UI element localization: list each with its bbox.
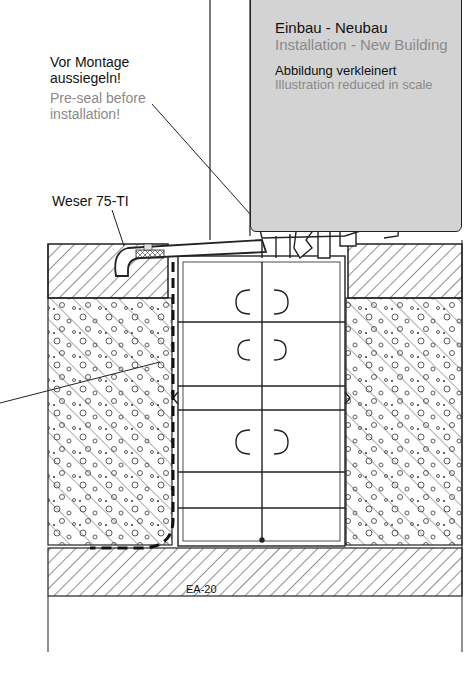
- window-sill: [115, 240, 266, 276]
- frame-profile: [236, 290, 288, 314]
- note-german: Vor Montage aussiegeln!: [50, 54, 154, 86]
- frame-profile: [236, 430, 288, 454]
- window-sill: [115, 240, 266, 276]
- floor-slab: [48, 244, 49, 298]
- part-code: EA-20: [186, 583, 246, 596]
- frame-profile: [178, 471, 345, 472]
- hatched-masonry: [348, 244, 462, 298]
- frame-profile: [173, 392, 350, 404]
- floor-slab: [462, 240, 463, 652]
- frame-profile: [260, 538, 264, 542]
- frame-profile: [178, 409, 345, 410]
- concrete-wall: [48, 298, 172, 545]
- german-note: Einbau - Neubau: [275, 19, 453, 36]
- sealing-tape: [90, 262, 173, 548]
- sash-lines: [210, 0, 250, 240]
- sash-lines: [209, 0, 210, 240]
- note-english: Pre-seal before installation!: [50, 90, 154, 122]
- english-note: Installation - New Building: [275, 36, 453, 53]
- concrete-wall: [48, 298, 172, 545]
- title-panel: Einbau - NeubauInstallation - New Buildi…: [250, 0, 462, 232]
- floor-slab: [48, 548, 462, 596]
- frame-profile: [173, 256, 350, 546]
- german-note: Abbildung verkleinert: [275, 64, 453, 79]
- window-sill: [136, 250, 164, 258]
- window-sill: [144, 244, 152, 250]
- leader-line: [0, 362, 160, 403]
- frame-profile: [178, 321, 345, 322]
- english-note: Illustration reduced in scale: [275, 78, 453, 93]
- frame-profile: [238, 340, 286, 360]
- frame-profile: [178, 256, 345, 546]
- leader-line: [112, 210, 124, 246]
- frame-profile: [178, 385, 345, 386]
- leader-line: [152, 104, 266, 232]
- leader-line: [0, 104, 266, 403]
- hatched-masonry: [48, 244, 168, 298]
- frame-profile: [178, 507, 345, 508]
- concrete-wall: [346, 298, 462, 545]
- glazing-bead: [318, 228, 330, 258]
- concrete-wall: [346, 298, 462, 545]
- floor-slab: [48, 596, 49, 652]
- frame-profile: [261, 262, 262, 540]
- frame-profile: [183, 262, 340, 541]
- part-name: Weser 75-TI: [52, 193, 162, 209]
- floor-slab: [48, 240, 462, 652]
